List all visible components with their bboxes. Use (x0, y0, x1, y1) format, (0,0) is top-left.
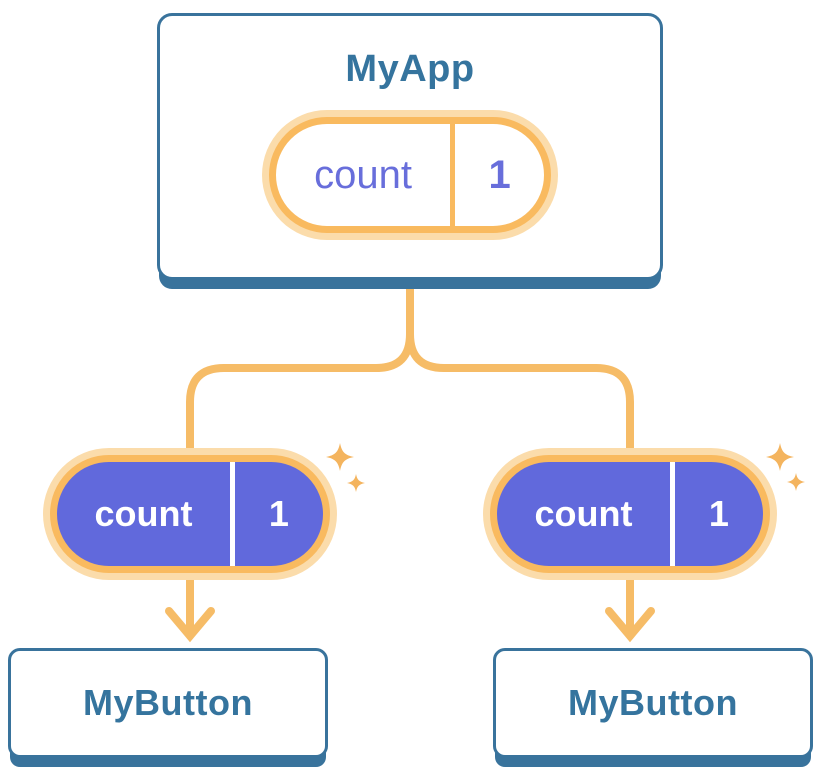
pill-divider (669, 462, 675, 566)
mybutton-card-left: MyButton (8, 648, 328, 758)
myapp-card: MyApp (157, 13, 663, 280)
child-state-pill-left: count 1 (50, 455, 330, 573)
mybutton-card-right: MyButton (493, 648, 813, 758)
root-state-pill: count 1 (269, 117, 551, 233)
pill-divider (229, 462, 235, 566)
state-value: 1 (708, 493, 729, 534)
pill-divider (450, 124, 456, 226)
state-name: count (94, 493, 193, 534)
sparkle-icon (766, 443, 805, 491)
arrow-down-icon (605, 576, 655, 643)
state-value: 1 (488, 152, 511, 197)
myapp-title: MyApp (345, 48, 475, 90)
state-name: count (534, 493, 633, 534)
sparkle-icon (326, 443, 365, 492)
left-branch-connector-line (186, 333, 414, 449)
child-state-pill-right: count 1 (490, 455, 770, 573)
right-branch-connector-line (406, 333, 634, 449)
arrow-down-icon (165, 576, 215, 643)
state-value: 1 (268, 493, 289, 534)
mybutton-title: MyButton (83, 682, 253, 723)
mybutton-title: MyButton (568, 682, 738, 723)
state-name: count (314, 152, 413, 197)
